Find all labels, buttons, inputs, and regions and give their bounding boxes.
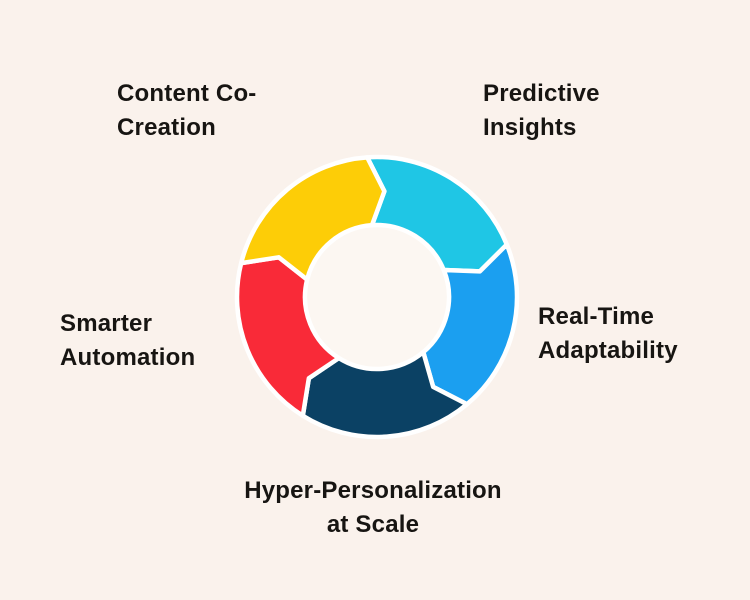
segment-content-co-creation xyxy=(238,155,387,282)
label-line: Real-Time xyxy=(538,303,655,330)
label-hyper-personalization-at-scale: Hyper-Personalization at Scale xyxy=(123,474,623,542)
label-line: Automation xyxy=(60,344,196,371)
label-real-time-adaptability: Real-Time Adaptability xyxy=(538,300,678,368)
label-line: at Scale xyxy=(326,511,420,538)
label-content-co-creation: Content Co- Creation xyxy=(117,77,257,145)
label-line: Creation xyxy=(117,114,216,141)
label-line: Hyper-Personalization xyxy=(244,477,502,504)
ring-inner-hole xyxy=(301,221,453,373)
label-line: Smarter xyxy=(60,310,153,337)
label-line: Insights xyxy=(483,114,577,141)
label-smarter-automation: Smarter Automation xyxy=(60,307,195,375)
label-line: Content Co- xyxy=(117,80,257,107)
label-predictive-insights: Predictive Insights xyxy=(483,77,600,145)
label-line: Predictive xyxy=(483,80,600,107)
label-line: Adaptability xyxy=(538,337,678,364)
